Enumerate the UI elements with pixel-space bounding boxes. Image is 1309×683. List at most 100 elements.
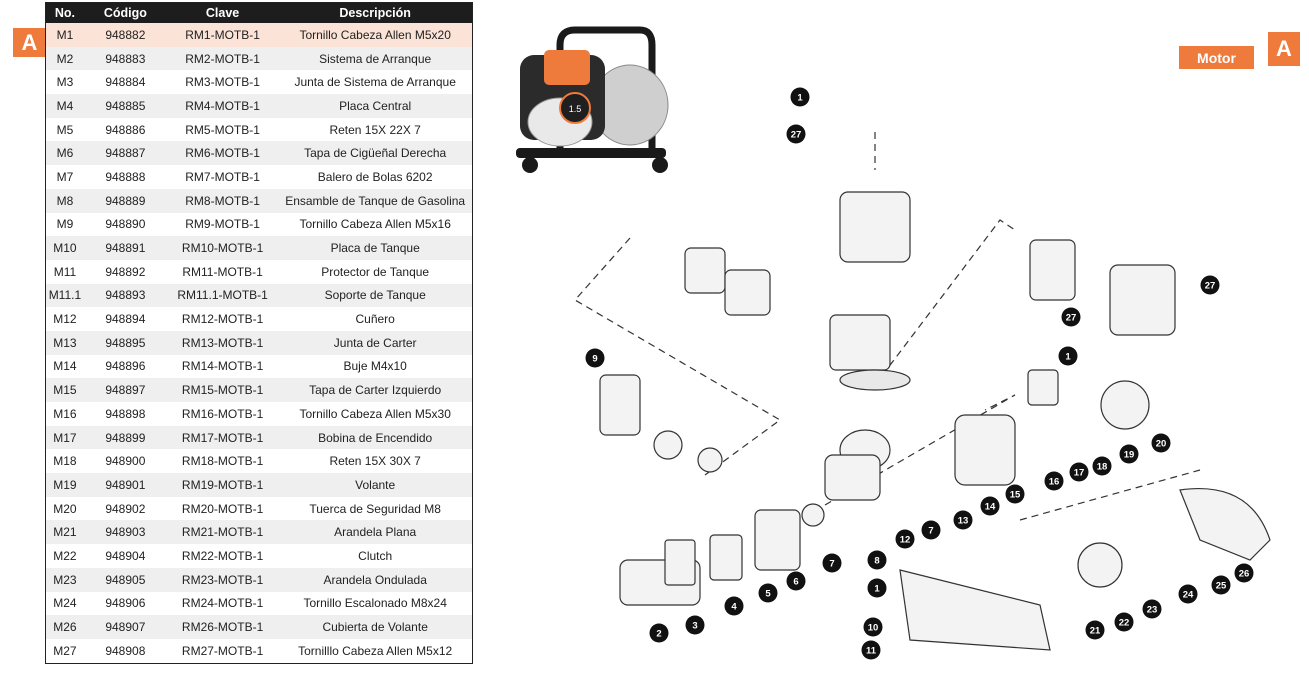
pump-label-disc <box>559 92 591 124</box>
cell-clave: RM4-MOTB-1 <box>166 94 279 118</box>
flywheel-cover <box>1179 488 1271 561</box>
cell-descripcion: Placa de Tanque <box>278 236 473 260</box>
callout-label: 1 <box>1065 352 1071 363</box>
cell-descripcion: Tornillo Cabeza Allen M5x16 <box>299 217 451 232</box>
header-clave: Clave <box>166 2 279 23</box>
cell-no: M16 <box>53 406 77 421</box>
callout-marker <box>1058 346 1078 366</box>
cell-codigo: 948889 <box>83 188 167 213</box>
cell-clave: RM15-MOTB-1 <box>166 378 279 402</box>
cell-codigo: 948895 <box>83 330 167 355</box>
cell-descripcion: Tapa de Cigüeñal Derecha <box>278 141 473 166</box>
cell-no: M5 <box>56 122 74 137</box>
callout-marker <box>786 571 806 591</box>
callout-label: 7 <box>829 559 834 570</box>
cell-no: M7 <box>56 169 74 184</box>
cell-clave: RM14-MOTB-1 <box>181 359 264 374</box>
cell-no: M1 <box>45 23 84 47</box>
cell-no: M6 <box>45 141 84 166</box>
cell-descripcion: Arandela Ondulada <box>278 567 473 592</box>
cell-clave: RM18-MOTB-1 <box>181 454 264 469</box>
cell-descripcion: Tuerca de Seguridad M8 <box>309 501 441 516</box>
callout-label: 25 <box>1216 581 1227 592</box>
callout-label: 14 <box>985 502 996 513</box>
callout-marker <box>1178 584 1198 604</box>
cell-no: M27 <box>53 643 77 658</box>
cell-descripcion: Ensamble de Tanque de Gasolina <box>278 188 473 213</box>
muffler <box>1109 264 1176 336</box>
cell-codigo: 948905 <box>83 567 167 592</box>
cell-clave: RM2-MOTB-1 <box>166 46 279 71</box>
cell-descripcion: Bobina de Encendido <box>278 425 473 450</box>
callout-marker <box>1061 307 1081 327</box>
callout-marker <box>953 510 973 530</box>
cell-codigo: 948891 <box>83 236 167 260</box>
cell-codigo: 948901 <box>83 473 167 497</box>
cell-clave: RM11.1-MOTB-1 <box>166 283 279 308</box>
cell-clave: RM19-MOTB-1 <box>166 473 279 497</box>
muffler-bracket <box>1029 239 1076 301</box>
top-cover <box>839 191 911 263</box>
callout-label: 10 <box>868 623 879 634</box>
callout-marker <box>585 348 605 368</box>
callout-label: 6 <box>793 577 798 588</box>
callout-marker <box>1069 462 1089 482</box>
callout-marker <box>822 553 842 573</box>
cell-clave: RM6-MOTB-1 <box>166 141 279 166</box>
cell-codigo: 948883 <box>83 46 167 71</box>
cell-codigo: 948907 <box>83 615 167 639</box>
callout-label: 1 <box>797 93 803 104</box>
crankcase-left <box>954 414 1016 486</box>
cell-clave: RM21-MOTB-1 <box>166 520 279 545</box>
callout-marker <box>790 87 810 107</box>
cell-no: M2 <box>45 46 84 71</box>
cell-descripcion: Soporte de Tanque <box>278 283 473 308</box>
cell-clave: RM23-MOTB-1 <box>166 567 279 592</box>
callout-label: 19 <box>1124 450 1135 461</box>
callout-label: 24 <box>1183 590 1194 601</box>
callout-label: 5 <box>765 589 771 600</box>
cell-no: M14 <box>53 359 77 374</box>
cell-codigo: 948904 <box>105 548 146 563</box>
callout-marker <box>786 124 806 144</box>
cell-clave: RM20-MOTB-1 <box>181 501 264 516</box>
clutch <box>1077 542 1123 588</box>
callout-label: 9 <box>592 354 597 365</box>
callout-marker <box>1151 433 1171 453</box>
cell-descripcion: Junta de Carter <box>278 330 473 355</box>
callout-label: 26 <box>1239 569 1250 580</box>
crankcase-right <box>754 509 801 571</box>
cell-no: M17 <box>45 425 84 450</box>
section-badge-right: A <box>1268 32 1300 66</box>
callout-label: 7 <box>928 526 933 537</box>
callout-marker <box>861 640 881 660</box>
pump-foot-right <box>652 157 668 173</box>
cell-descripcion: Tornillo Escalonado M8x24 <box>303 596 447 611</box>
cell-clave: RM16-MOTB-1 <box>181 406 264 421</box>
callout-marker <box>1142 599 1162 619</box>
callout-marker <box>724 596 744 616</box>
section-badge-left: A <box>13 28 46 57</box>
callout-label: 4 <box>731 602 737 613</box>
cell-codigo: 948898 <box>105 406 146 421</box>
cell-no: M11 <box>53 264 77 279</box>
callout-label: 13 <box>958 516 969 527</box>
tank-seal <box>653 430 683 460</box>
callout-label: 1 <box>874 584 880 595</box>
cell-codigo: 948896 <box>105 359 146 374</box>
header-no: No. <box>45 2 84 23</box>
cell-codigo: 948890 <box>105 217 146 232</box>
cell-clave: RM7-MOTB-1 <box>185 169 260 184</box>
